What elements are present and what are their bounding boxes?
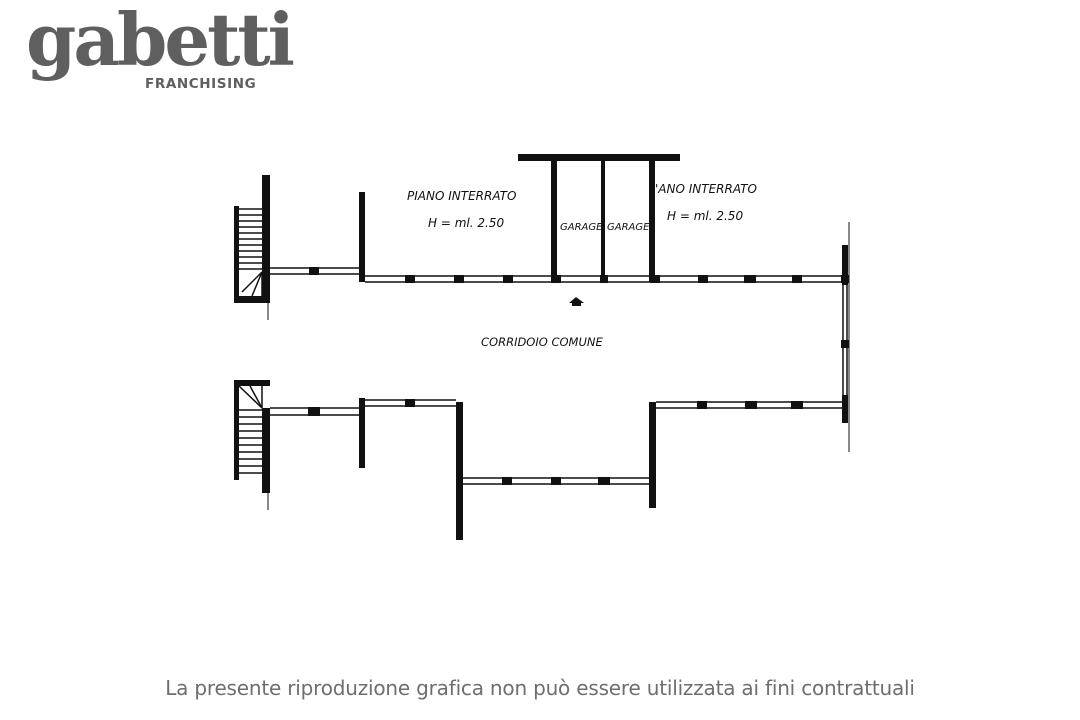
logo-subtitle: FRANCHISING <box>145 76 257 92</box>
corridoio-comune-label: CORRIDOIO COMUNE <box>481 335 603 349</box>
window-runs <box>267 222 850 510</box>
garage-2-label: GARAGE <box>607 222 650 233</box>
window-mullions <box>308 267 849 485</box>
logo-wordmark: gabetti <box>26 0 295 82</box>
walls <box>234 154 848 540</box>
entrance-arrow <box>569 297 584 306</box>
height-left-label: H = ml. 2.50 <box>428 216 504 230</box>
stair-treads-upper <box>239 208 263 297</box>
disclaimer-text: La presente riproduzione grafica non può… <box>165 676 915 700</box>
height-right-label: H = ml. 2.50 <box>667 209 743 223</box>
stair-treads-lower <box>238 385 263 474</box>
plan-labels: PIANO INTERRATO H = ml. 2.50 GARAGE GARA… <box>407 182 757 349</box>
garage-1-label: GARAGE <box>560 222 603 233</box>
piano-interrato-right-label: 'ANO INTERRATO <box>655 182 757 196</box>
piano-interrato-left-label: PIANO INTERRATO <box>407 189 516 203</box>
gabetti-logo: gabetti FRANCHISING <box>26 4 295 110</box>
